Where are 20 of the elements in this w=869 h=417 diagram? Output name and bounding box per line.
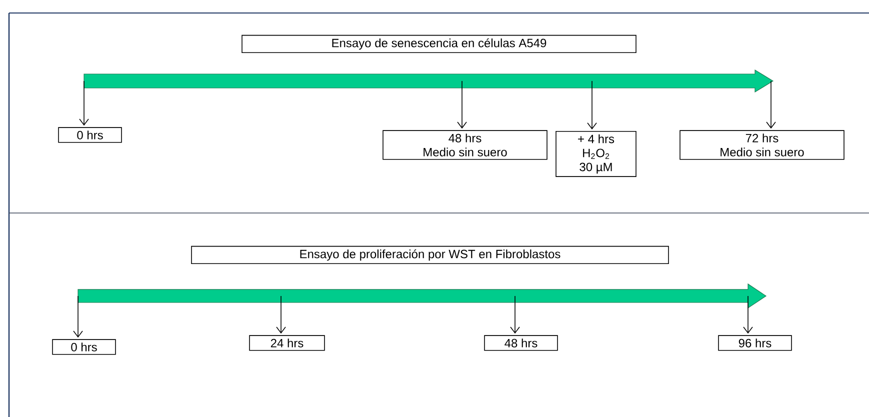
- arrow: [73, 296, 83, 338]
- arrow: [276, 296, 286, 334]
- text-box: Ensayo de proliferación por WST en Fibroblastos: [191, 246, 669, 264]
- text-box: 48 hrs Medio sin suero: [382, 130, 548, 160]
- text-box: 96 hrs: [718, 335, 792, 351]
- arrow: [766, 80, 776, 129]
- text-box: + 4 hrs H$_{2}$O$_{2}$ 30 µM: [556, 131, 636, 177]
- text-box: Ensayo de senescencia en células A549: [242, 34, 636, 54]
- arrow: [743, 296, 753, 334]
- arrow: [457, 80, 467, 129]
- text-box: 72 hrs Medio sin suero: [680, 130, 844, 160]
- text-box: 24 hrs: [249, 335, 325, 351]
- timeline: [78, 283, 767, 309]
- text-box: 0 hrs: [58, 127, 122, 143]
- text-box: 48 hrs: [484, 335, 558, 351]
- timeline: [84, 69, 774, 93]
- arrow: [510, 296, 520, 334]
- arrow: [587, 80, 597, 130]
- text-box: 0 hrs: [52, 339, 116, 355]
- arrow: [79, 80, 89, 126]
